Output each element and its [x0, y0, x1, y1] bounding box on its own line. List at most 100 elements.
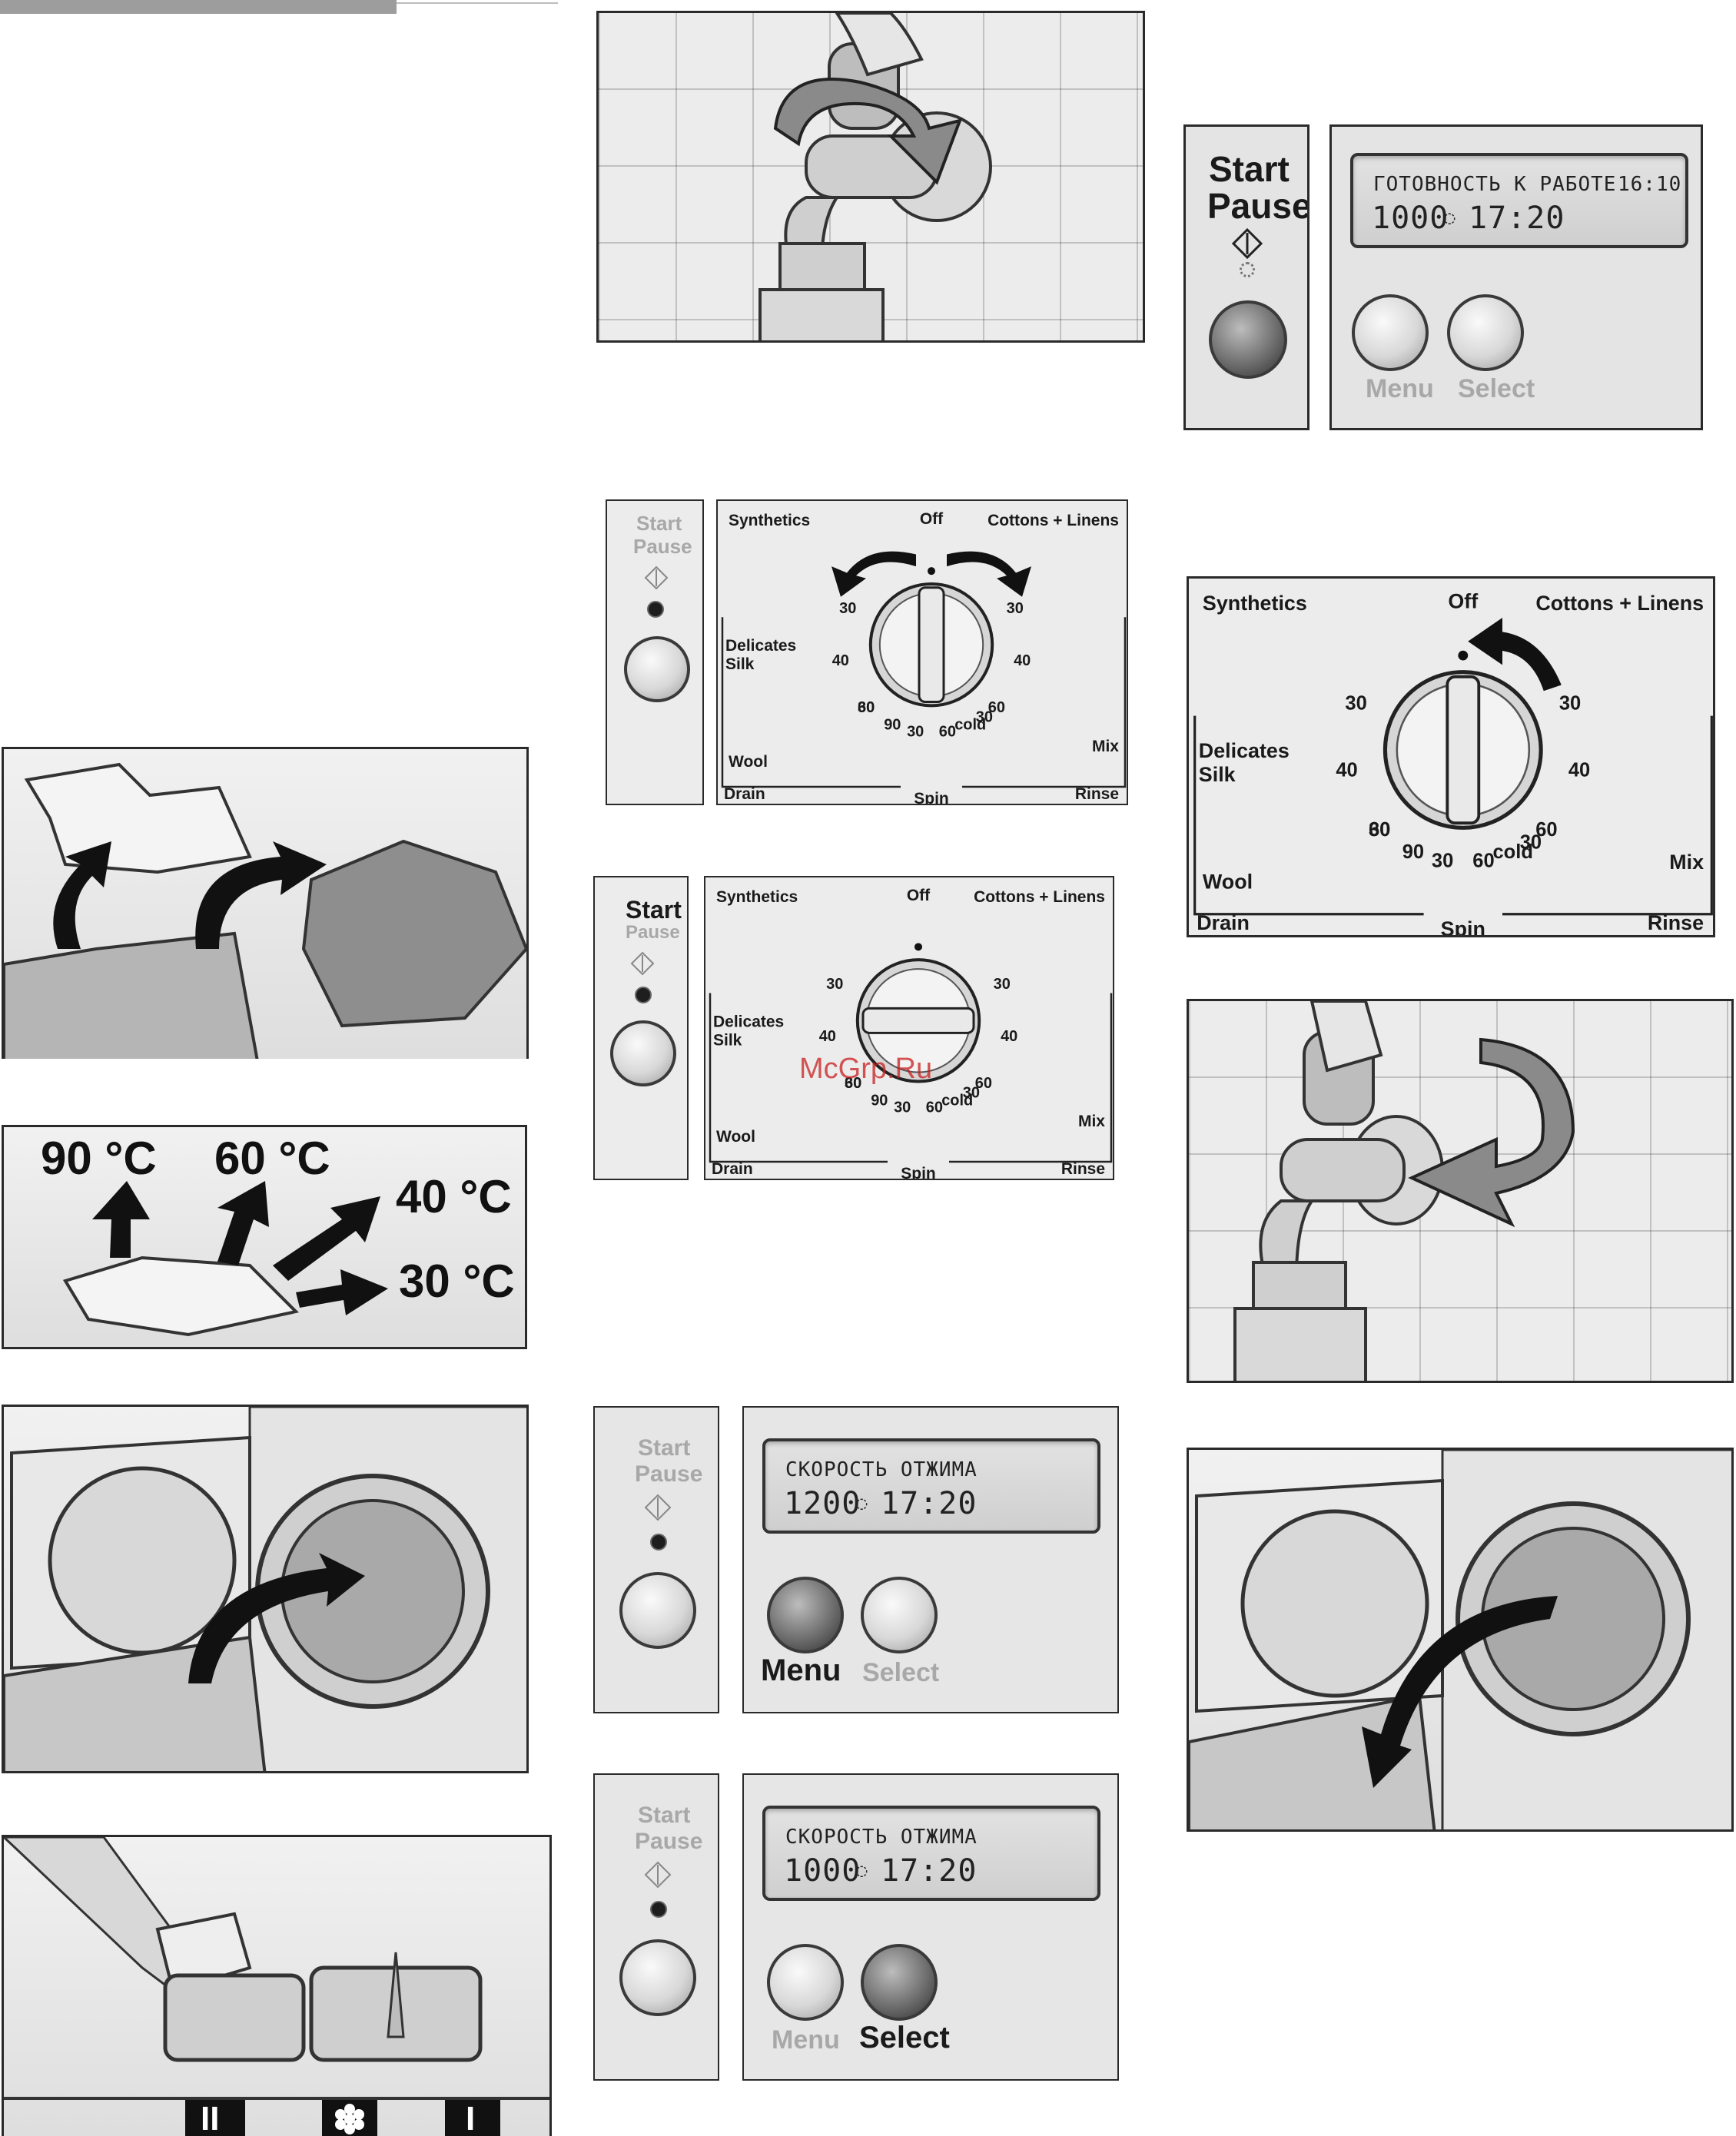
tick-30-right: 30 — [1559, 692, 1581, 714]
tap-icon — [1233, 1001, 1444, 1381]
tap-close-illustration — [1187, 999, 1734, 1383]
menu-button[interactable] — [767, 1577, 844, 1653]
label-drain: Drain — [712, 1160, 753, 1178]
label-rinse: Rinse — [1075, 785, 1119, 803]
label-mix: Mix — [1669, 851, 1704, 874]
start-pause-led — [647, 601, 664, 618]
start-pause-button[interactable] — [1209, 300, 1287, 379]
tick-30-left: 30 — [1345, 692, 1366, 714]
compartment-I-badge — [445, 2100, 500, 2136]
tick-40-left: 40 — [819, 1028, 836, 1045]
temp-60: 60 °C — [214, 1133, 330, 1184]
tick-40-right: 40 — [1014, 652, 1031, 669]
laundry-sorting-illustration — [2, 747, 529, 1059]
tick-60-left: 60 — [858, 699, 875, 716]
menu-label: Menu — [761, 1653, 841, 1687]
lcd-status-text: СКОРОСТЬ ОТЖИМА — [785, 1826, 978, 1849]
compartment-I-label: I — [466, 2100, 476, 2136]
left-bracket — [1193, 715, 1424, 916]
start-pause-panel-dial1: Start Pause — [606, 499, 704, 805]
start-pause-panel-select: Start Pause — [593, 1773, 719, 2081]
label-silk: Silk — [725, 655, 755, 673]
rotate-to-off-arrow-icon — [1468, 617, 1562, 692]
tick-30-right: 30 — [994, 976, 1011, 993]
tick-60-cottons: 60 — [939, 723, 956, 740]
label-wool: Wool — [1203, 870, 1253, 893]
temp-30: 30 °C — [399, 1255, 515, 1307]
tick-40-left: 40 — [1336, 759, 1357, 781]
right-bracket — [962, 617, 1127, 788]
tick-60-left: 60 — [845, 1075, 861, 1092]
lcd-display: СКОРОСТЬ ОТЖИМА 1000 ◌ 17:20 — [762, 1806, 1100, 1901]
tick-30-delicates: 30 — [894, 1100, 911, 1116]
left-bracket — [709, 993, 888, 1163]
load-washer-illustration — [2, 1405, 529, 1773]
tick-60-cottons: 60 — [926, 1100, 943, 1116]
label-mix: Mix — [1078, 1113, 1105, 1130]
left-bracket — [721, 617, 901, 788]
select-button[interactable] — [861, 1944, 938, 2021]
label-synthetics: Synthetics — [716, 888, 798, 906]
start-label: Start — [1209, 149, 1290, 189]
label-drain: Drain — [1197, 911, 1250, 934]
lcd-spin-icon: ◌ — [1444, 207, 1456, 228]
start-label: Start — [638, 1803, 691, 1828]
menu-button[interactable] — [767, 1944, 844, 2021]
tick-90: 90 — [1402, 841, 1424, 863]
start-pause-button[interactable] — [610, 1020, 676, 1086]
pause-label: Pause — [626, 922, 680, 943]
lcd-spin-value: 1000 — [1372, 201, 1449, 236]
start-pause-led — [650, 1901, 667, 1918]
dial-pointer — [861, 1007, 975, 1034]
start-pause-button[interactable] — [624, 636, 690, 702]
start-label: Start — [638, 1435, 691, 1461]
rotate-right-arrow-icon — [947, 551, 1031, 597]
lcd-duration: 17:20 — [881, 1853, 978, 1889]
label-synthetics: Synthetics — [1203, 592, 1307, 615]
menu-button[interactable] — [1352, 294, 1429, 371]
rotate-arrow-icon — [1408, 1037, 1575, 1228]
start-pause-button[interactable] — [619, 1572, 696, 1649]
tick-30-wool: 30 — [1520, 831, 1542, 853]
label-off: Off — [907, 887, 931, 904]
label-spin: Spin — [901, 1165, 936, 1180]
washer-drum-icon — [1189, 1450, 1731, 1829]
label-drain: Drain — [724, 785, 765, 803]
select-label: Select — [859, 2021, 950, 2055]
tick-30-mix: 30 — [1369, 819, 1390, 841]
off-dot — [914, 943, 922, 951]
detergent-drawer-icon — [4, 1837, 549, 2100]
display-panel-ready: ГОТОВНОСТЬ К РАБОТЕ 16:10 1000 ◌ 17:20 M… — [1329, 124, 1703, 430]
select-button[interactable] — [861, 1577, 938, 1653]
label-cottons-linens: Cottons + Linens — [974, 888, 1105, 906]
led-blinking-icon — [1240, 262, 1255, 277]
label-wool: Wool — [729, 753, 768, 771]
tick-cold: cold — [941, 1093, 973, 1109]
lcd-status-text: СКОРОСТЬ ОТЖИМА — [785, 1458, 978, 1481]
menu-label: Menu — [1366, 374, 1434, 403]
detergent-drawer-illustration: II I — [2, 1835, 552, 2136]
pause-label: Pause — [635, 1461, 703, 1487]
lcd-spin-value: 1200 — [784, 1486, 861, 1521]
label-mix: Mix — [1092, 738, 1119, 755]
label-rinse: Rinse — [1061, 1160, 1105, 1178]
softener-flower-icon — [335, 2104, 364, 2134]
temp-90: 90 °C — [41, 1133, 157, 1184]
label-spin: Spin — [1441, 917, 1485, 937]
start-pause-button[interactable] — [619, 1939, 696, 2016]
laundry-icon — [4, 762, 526, 1059]
tick-40-right: 40 — [1568, 759, 1590, 781]
lcd-time-of-day: 16:10 — [1618, 173, 1682, 196]
lcd-spin-value: 1000 — [784, 1853, 861, 1889]
display-panel-select: СКОРОСТЬ ОТЖИМА 1000 ◌ 17:20 Menu Select — [742, 1773, 1119, 2081]
label-delicates: Delicates — [713, 1013, 784, 1030]
select-button[interactable] — [1447, 294, 1524, 371]
